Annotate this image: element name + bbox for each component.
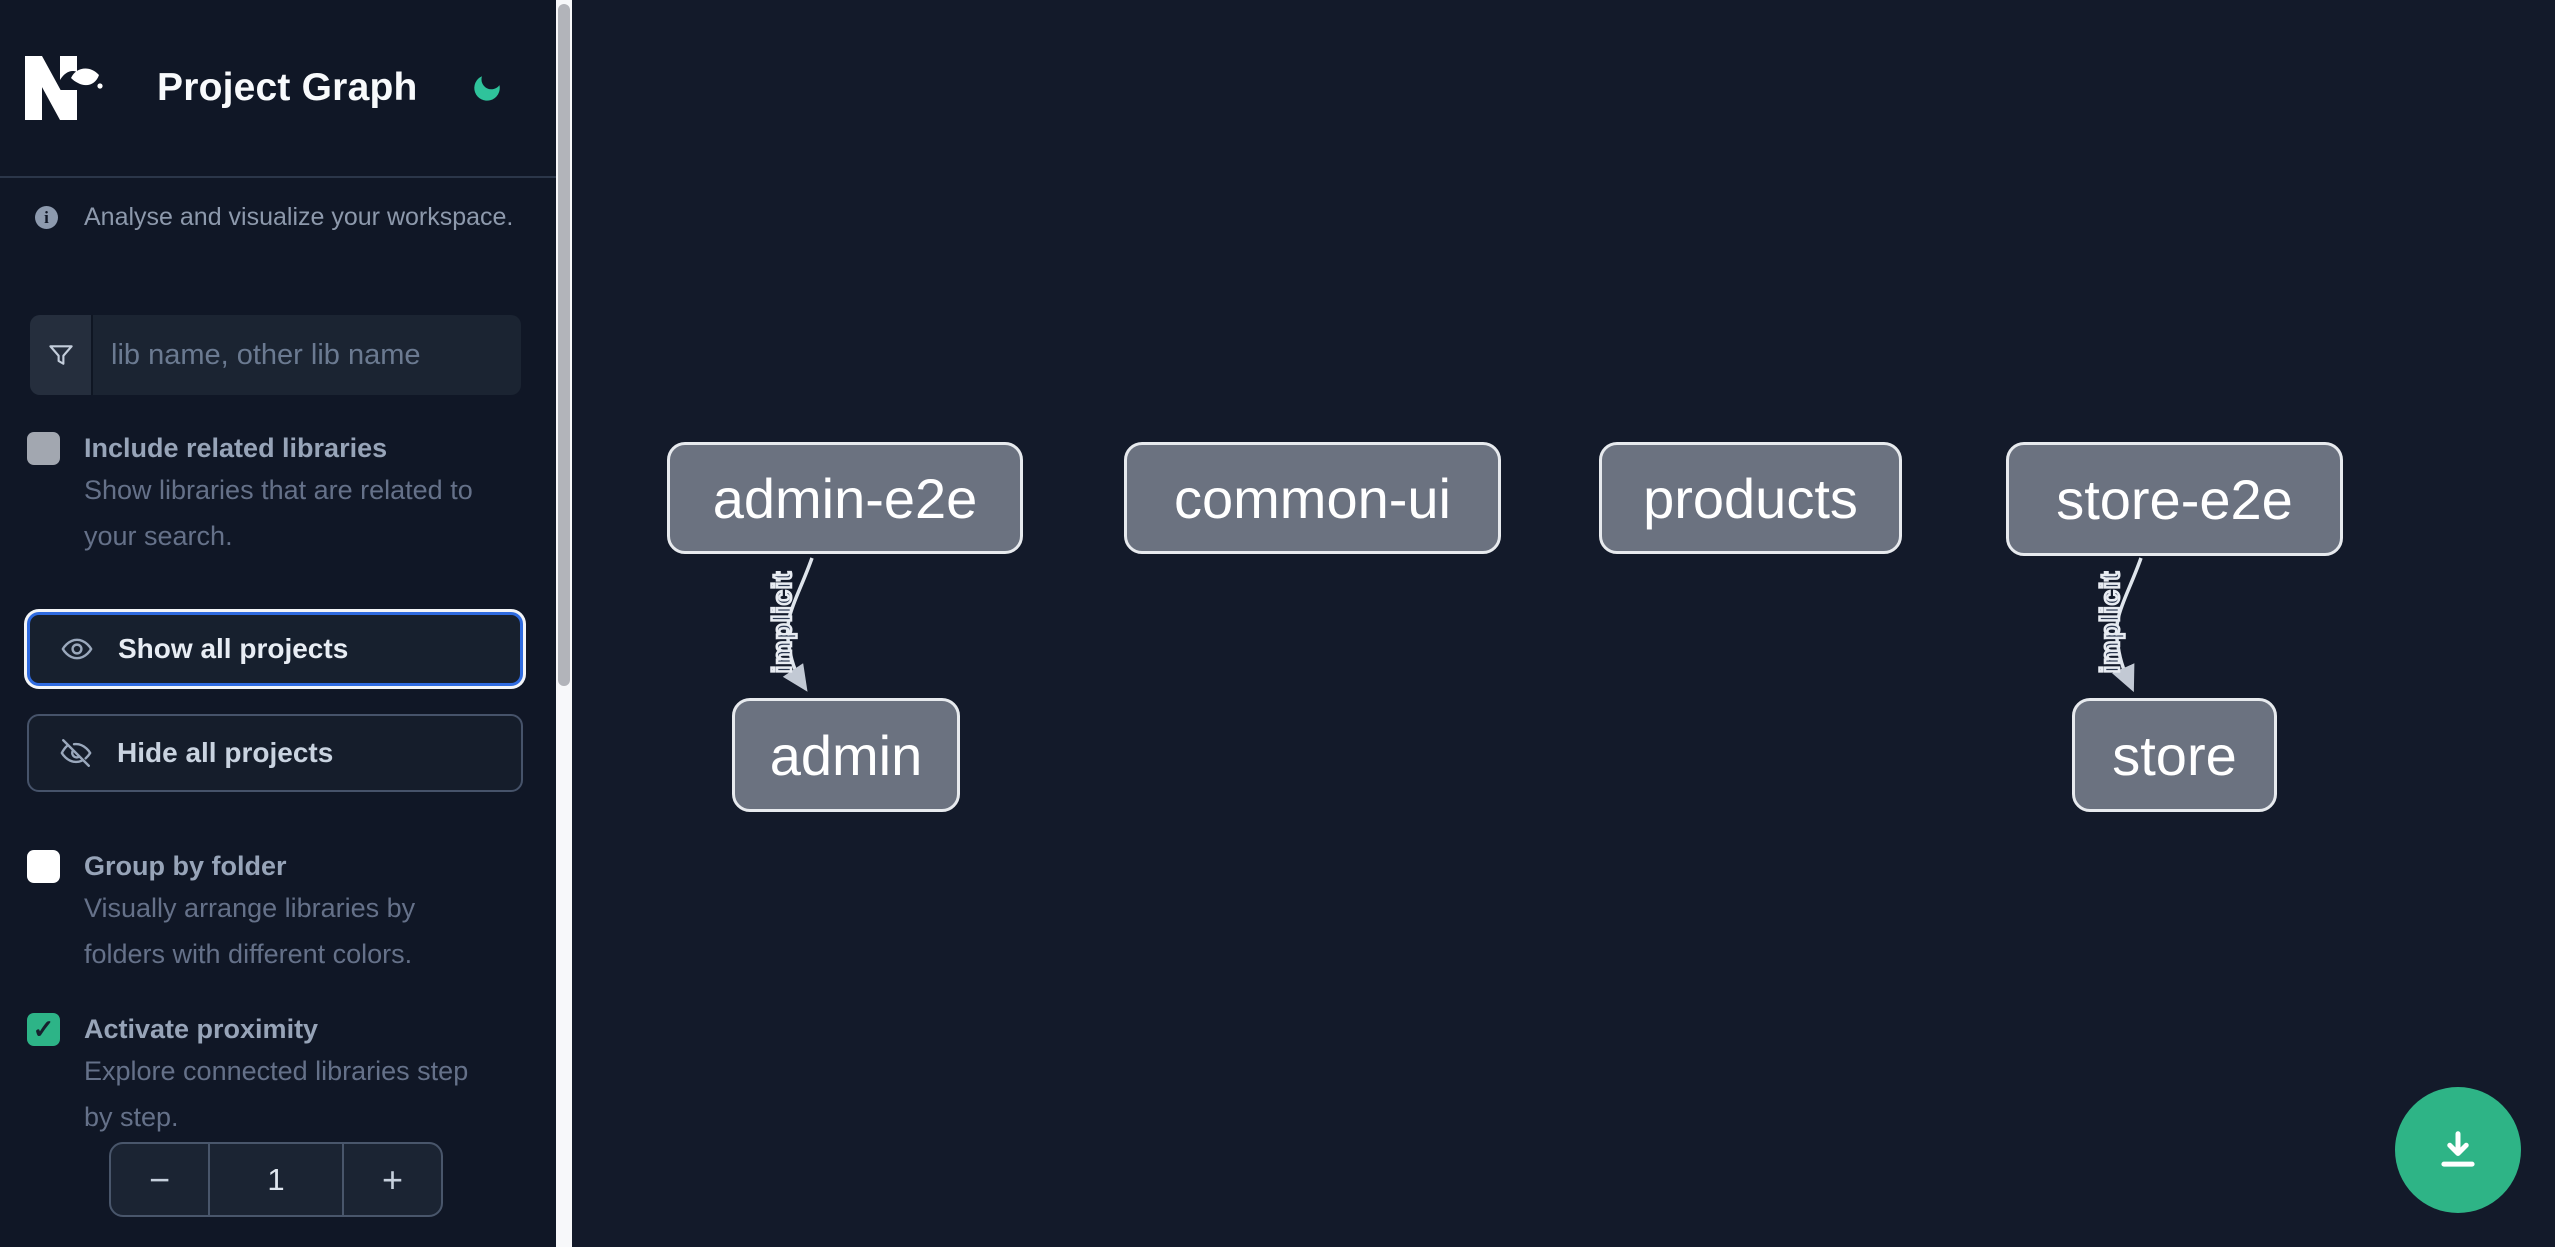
eye-icon	[61, 638, 93, 660]
edge-store-e2e-store	[2111, 557, 2143, 693]
activate-proximity-checkbox[interactable]	[27, 1013, 60, 1046]
show-all-projects-label: Show all projects	[118, 633, 349, 664]
show-all-projects-button[interactable]: Show all projects	[27, 612, 523, 686]
toggle-activate-proximity: Activate proximity Explore connected lib…	[27, 1011, 523, 1140]
funnel-icon	[30, 315, 93, 395]
activate-proximity-desc-line2: by step.	[84, 1102, 179, 1132]
hide-all-projects-button[interactable]: Hide all projects	[27, 714, 523, 792]
activate-proximity-description: Explore connected libraries step by step…	[84, 1048, 523, 1140]
workspace-tagline-row: i Analyse and visualize your workspace.	[35, 203, 513, 232]
include-related-desc-line1: Show libraries that are related to	[84, 475, 473, 505]
include-related-description: Show libraries that are related to your …	[84, 467, 523, 559]
group-by-folder-label: Group by folder	[84, 851, 287, 881]
filter-box	[30, 315, 521, 395]
download-icon	[2441, 1131, 2475, 1167]
download-graph-button[interactable]	[2395, 1087, 2521, 1213]
include-related-desc-line2: your search.	[84, 521, 233, 551]
proximity-decrement-button[interactable]: −	[111, 1144, 208, 1215]
hide-all-projects-label: Hide all projects	[117, 737, 334, 768]
toggle-include-related: Include related libraries Show libraries…	[27, 430, 523, 559]
sidebar-scrollbar-track[interactable]	[556, 0, 572, 1247]
proximity-increment-button[interactable]: +	[344, 1144, 441, 1215]
info-icon: i	[35, 206, 58, 229]
graph-node-admin[interactable]: admin	[732, 698, 960, 812]
sidebar: Project Graph i Analyse and visualize yo…	[0, 0, 556, 1247]
graph-node-admin-e2e[interactable]: admin-e2e	[667, 442, 1023, 554]
toggle-group-by-folder: Group by folder Visually arrange librari…	[27, 848, 523, 977]
sidebar-scrollbar-thumb[interactable]	[558, 4, 570, 686]
graph-node-store-e2e[interactable]: store-e2e	[2006, 442, 2343, 556]
include-related-label: Include related libraries	[84, 433, 388, 463]
workspace-tagline: Analyse and visualize your workspace.	[84, 203, 514, 231]
theme-toggle-button[interactable]	[470, 71, 504, 105]
group-by-folder-desc-line2: folders with different colors.	[84, 939, 413, 969]
proximity-stepper: − 1 +	[109, 1142, 443, 1217]
graph-node-store[interactable]: store	[2072, 698, 2277, 812]
graph-node-products[interactable]: products	[1599, 442, 1902, 554]
graph-node-common-ui[interactable]: common-ui	[1124, 442, 1501, 554]
activate-proximity-desc-line1: Explore connected libraries step	[84, 1056, 469, 1086]
group-by-folder-desc-line1: Visually arrange libraries by	[84, 893, 416, 923]
include-related-checkbox[interactable]	[27, 432, 60, 465]
proximity-value: 1	[208, 1144, 344, 1215]
page-title: Project Graph	[157, 66, 418, 109]
group-by-folder-description: Visually arrange libraries by folders wi…	[84, 885, 523, 977]
moon-icon	[474, 76, 500, 101]
filter-input[interactable]	[93, 315, 521, 395]
activate-proximity-label: Activate proximity	[84, 1014, 319, 1044]
nx-logo-icon	[25, 56, 103, 120]
group-by-folder-checkbox[interactable]	[27, 850, 60, 883]
eye-off-icon	[60, 739, 92, 767]
sidebar-header: Project Graph	[0, 0, 556, 178]
graph-canvas[interactable]	[572, 0, 2555, 1247]
edge-admin-e2e-admin	[782, 557, 814, 692]
